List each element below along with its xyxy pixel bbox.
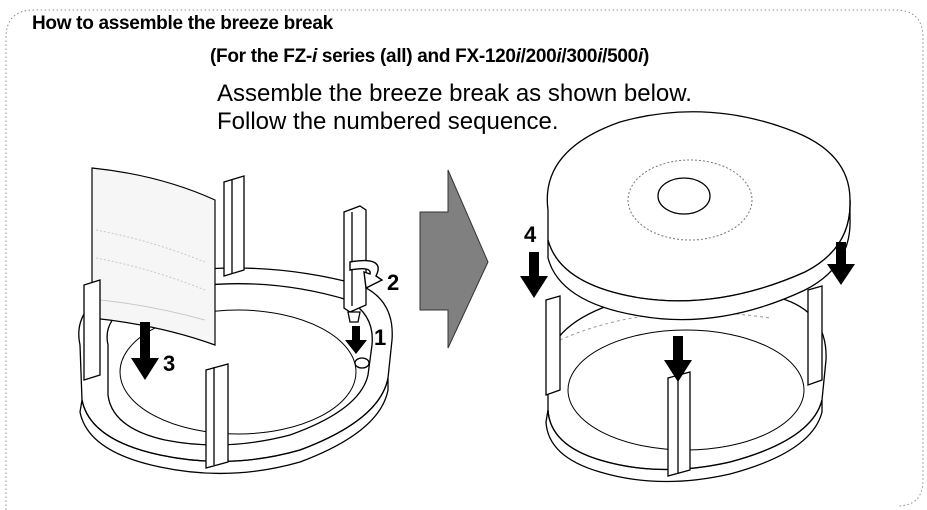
instruction-line-1: Assemble the breeze break as shown below… xyxy=(217,80,692,107)
step-label-2: 2 xyxy=(387,270,399,295)
step-label-4: 4 xyxy=(524,222,537,247)
lid-recess xyxy=(627,159,753,241)
loose-post xyxy=(343,205,367,323)
base-pan xyxy=(119,309,357,435)
left-corner-posts xyxy=(83,175,245,469)
step-label-3: 3 xyxy=(163,351,175,376)
right-corner-posts xyxy=(545,285,823,477)
lid-hole xyxy=(657,177,711,215)
post-back xyxy=(223,175,245,277)
rotate-arrow-icon xyxy=(349,259,384,290)
post-left xyxy=(83,279,101,381)
down-arrow-icon xyxy=(520,252,548,298)
post-front xyxy=(205,363,229,469)
glass-panel xyxy=(91,167,216,346)
down-arrow-icon xyxy=(664,336,692,382)
down-arrow-icon xyxy=(131,322,159,380)
page-subtitle: (For the FZ-i series (all) and FX-120i/2… xyxy=(210,46,649,67)
base-skirt xyxy=(79,377,389,475)
down-arrow-icon xyxy=(345,326,367,354)
instruction-line-2: Follow the numbered sequence. xyxy=(217,108,559,135)
page-title: How to assemble the breeze break xyxy=(32,13,333,34)
right-arrow-icon xyxy=(419,169,489,349)
pin-hole xyxy=(354,357,370,369)
step-label-1: 1 xyxy=(374,325,386,350)
down-arrow-icon xyxy=(827,242,855,285)
lid xyxy=(546,111,851,321)
lid-edge xyxy=(547,199,851,321)
